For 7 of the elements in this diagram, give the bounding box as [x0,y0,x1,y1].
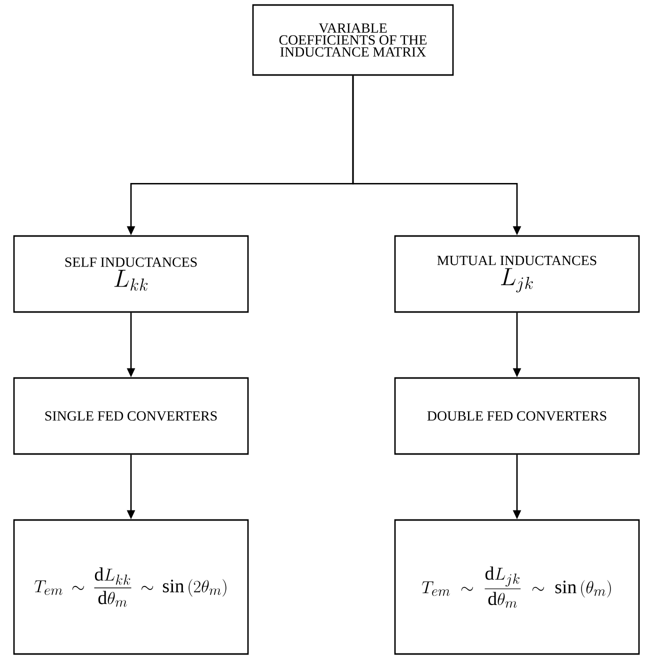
box: SELF INDUCTANCES $L_{kk}$ [13,235,249,313]
box: DOUBLE FED CONVERTERS [394,377,640,455]
box: $T_{em} \sim \frac{\mathrm{d}L_{jk}}{\mathrm{d}\theta_{m}} \sim \sin\left(\theta_{m}\right)$ [394,519,640,655]
box: SINGLE FED CONVERTERS [13,377,249,455]
box: VARIABLE COEFFICIENTS OF THE INDUCTANCE MATRIX [252,4,454,76]
box: $T_{em} \sim \frac{\mathrm{d}L_{kk}}{\mathrm{d}\theta_{m}} \sim \sin\left(2\theta_{m}\right)$ [13,519,249,655]
box: MUTUAL INDUCTANCES $L_{jk}$ [394,235,640,313]
